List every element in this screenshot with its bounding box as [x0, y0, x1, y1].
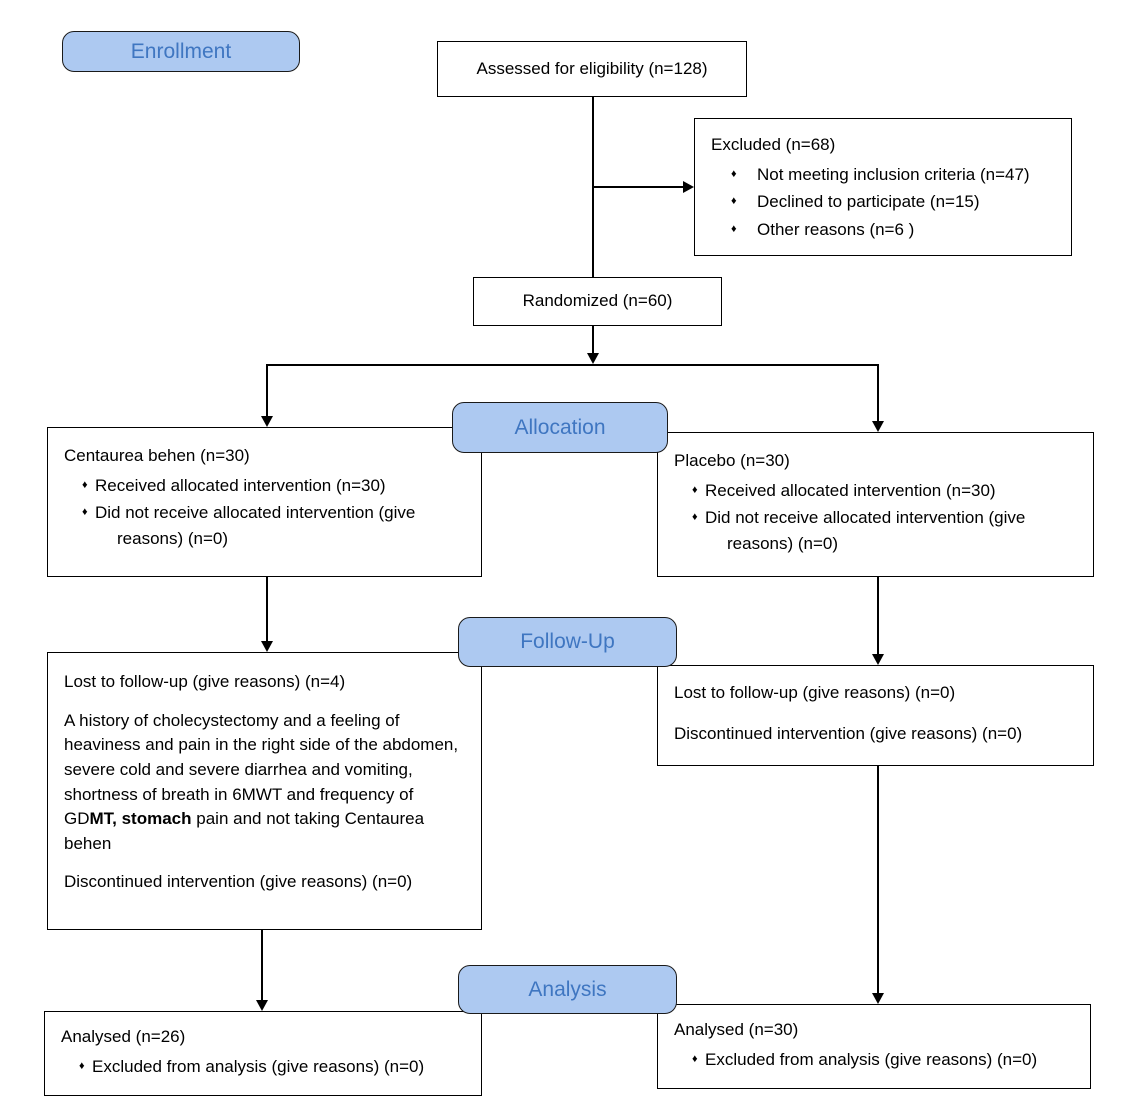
connector-branch-right — [877, 364, 879, 421]
connector-branch-left — [266, 364, 268, 416]
arrowhead-analysis-right — [872, 993, 884, 1004]
fu-right-lost: Lost to follow-up (give reasons) (n=0) — [674, 683, 956, 702]
analysis-right-item: ♦ Excluded from analysis (give reasons) … — [674, 1047, 1076, 1073]
allocation-left-item-text: Did not receive allocated intervention (… — [95, 503, 416, 548]
arrowhead-excluded — [683, 181, 694, 193]
allocation-right-item-text: Did not receive allocated intervention (… — [705, 508, 1026, 553]
box-allocation-right: Placebo (n=30) ♦ Received allocated inte… — [657, 432, 1094, 577]
fu-left-reasons: A history of cholecystectomy and a feeli… — [64, 709, 467, 857]
stage-label-analysis: Analysis — [528, 977, 607, 1001]
box-analysis-left: Analysed (n=26) ♦ Excluded from analysis… — [44, 1011, 482, 1096]
analysis-right-title: Analysed (n=30) — [674, 1020, 799, 1039]
connector-randomized-down — [592, 326, 594, 354]
fu-left-reason-pre: A history of cholecystectomy and a feeli… — [64, 710, 459, 829]
fu-right-discontinued: Discontinued intervention (give reasons)… — [674, 723, 1023, 743]
analysis-left-item-text: Excluded from analysis (give reasons) (n… — [92, 1056, 425, 1076]
assessed-text: Assessed for eligibility (n=128) — [476, 58, 708, 78]
analysis-left-title: Analysed (n=26) — [61, 1027, 186, 1046]
connector-fuR-to-anR — [877, 766, 879, 993]
excluded-item: ♦ Not meeting inclusion criteria (n=47) — [711, 162, 1057, 188]
randomized-text: Randomized (n=60) — [522, 291, 673, 311]
arrowhead-fu-left — [261, 641, 273, 652]
analysis-left-item: ♦ Excluded from analysis (give reasons) … — [61, 1054, 467, 1080]
allocation-left-title: Centaurea behen (n=30) — [64, 446, 250, 465]
allocation-right-item-text: Received allocated intervention (n=30) — [705, 480, 996, 500]
box-followup-right: Lost to follow-up (give reasons) (n=0) D… — [657, 665, 1094, 766]
connector-allocL-to-fuL — [266, 577, 268, 641]
bullet-icon: ♦ — [82, 506, 88, 519]
stage-badge-enrollment: Enrollment — [62, 31, 300, 72]
box-allocation-left: Centaurea behen (n=30) ♦ Received alloca… — [47, 427, 482, 577]
box-excluded: Excluded (n=68) ♦ Not meeting inclusion … — [694, 118, 1072, 256]
arrowhead-analysis-left — [256, 1000, 268, 1011]
fu-left-discontinued: Discontinued intervention (give reasons)… — [64, 872, 413, 892]
stage-label-followup: Follow-Up — [520, 630, 615, 653]
fu-left-lost: Lost to follow-up (give reasons) (n=4) — [64, 672, 346, 691]
bullet-icon: ♦ — [82, 478, 88, 491]
connector-fuL-to-anL — [261, 930, 263, 1000]
arrowhead-branch — [587, 353, 599, 364]
stage-label-enrollment: Enrollment — [130, 39, 232, 63]
fu-left-reason-bold: MT, stomach — [89, 809, 192, 829]
analysis-right-item-text: Excluded from analysis (give reasons) (n… — [705, 1049, 1038, 1069]
arrowhead-fu-right — [872, 654, 884, 665]
bullet-icon: ♦ — [731, 167, 737, 180]
allocation-right-item: ♦ Did not receive allocated intervention… — [674, 505, 1079, 556]
box-assessed-eligibility: Assessed for eligibility (n=128) — [437, 41, 747, 97]
arrowhead-allocation-right — [872, 421, 884, 432]
stage-label-allocation: Allocation — [514, 415, 606, 439]
bullet-icon: ♦ — [692, 1052, 698, 1065]
connector-branch-horizontal — [266, 364, 878, 366]
excluded-item: ♦ Other reasons (n=6 ) — [711, 217, 1057, 243]
box-followup-left: Lost to follow-up (give reasons) (n=4) A… — [47, 652, 482, 930]
allocation-right-title: Placebo (n=30) — [674, 451, 790, 470]
fu-left-reason-post: pain and not taking Centaurea behen — [64, 809, 425, 853]
stage-badge-allocation: Allocation — [452, 402, 668, 453]
excluded-item: ♦ Declined to participate (n=15) — [711, 189, 1057, 215]
allocation-left-item-text: Received allocated intervention (n=30) — [95, 475, 386, 495]
bullet-icon: ♦ — [692, 511, 698, 524]
excluded-item-text: Other reasons (n=6 ) — [757, 219, 915, 239]
stage-badge-followup: Follow-Up — [458, 617, 677, 667]
allocation-right-item: ♦ Received allocated intervention (n=30) — [674, 478, 1079, 504]
bullet-icon: ♦ — [731, 195, 737, 208]
box-analysis-right: Analysed (n=30) ♦ Excluded from analysis… — [657, 1004, 1091, 1089]
arrowhead-allocation-left — [261, 416, 273, 427]
bullet-icon: ♦ — [692, 483, 698, 496]
stage-badge-analysis: Analysis — [458, 965, 677, 1014]
allocation-left-item: ♦ Did not receive allocated intervention… — [64, 500, 467, 551]
allocation-left-item: ♦ Received allocated intervention (n=30) — [64, 473, 467, 499]
box-randomized: Randomized (n=60) — [473, 277, 722, 326]
excluded-title: Excluded (n=68) — [711, 135, 836, 154]
excluded-item-text: Declined to participate (n=15) — [757, 192, 980, 212]
connector-to-excluded — [592, 186, 683, 188]
bullet-icon: ♦ — [731, 222, 737, 235]
excluded-item-text: Not meeting inclusion criteria (n=47) — [757, 164, 1030, 184]
bullet-icon: ♦ — [79, 1059, 85, 1072]
connector-allocR-to-fuR — [877, 577, 879, 654]
